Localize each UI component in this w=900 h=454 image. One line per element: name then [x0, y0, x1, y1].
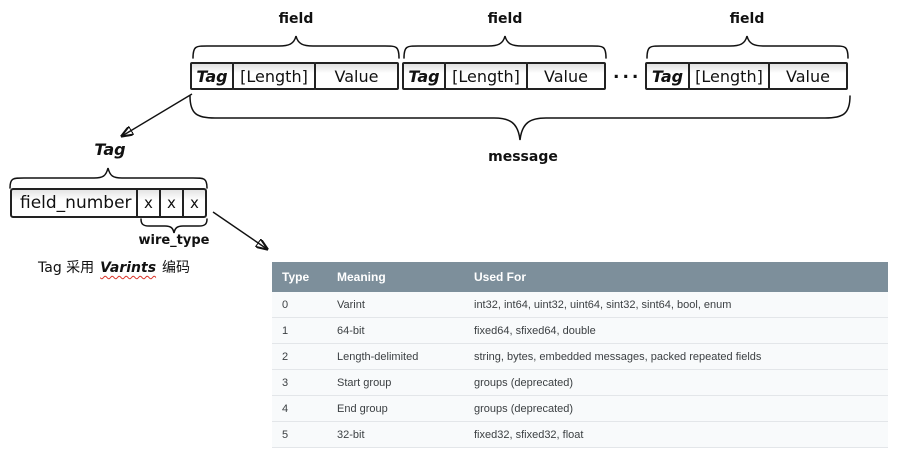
table-row: 3 Start group groups (deprecated) — [272, 369, 888, 395]
tag-detail-box: field_number x x x — [10, 188, 207, 218]
length-box: [Length] — [688, 62, 770, 90]
field-label-1: field — [278, 11, 314, 27]
length-box: [Length] — [232, 62, 316, 90]
field-group-3: Tag [Length] Value — [645, 62, 848, 90]
cell-meaning: Varint — [337, 298, 365, 311]
cell-used-for: groups (deprecated) — [474, 402, 574, 415]
cell-used-for: int32, int64, uint32, uint64, sint32, si… — [474, 298, 732, 311]
field-group-2: Tag [Length] Value — [402, 62, 606, 90]
col-header-meaning: Meaning — [337, 270, 386, 284]
fields-ellipsis: ... — [613, 63, 642, 83]
cell-meaning: End group — [337, 402, 388, 415]
wire-type-brace — [140, 218, 208, 234]
cell-used-for: fixed64, sfixed64, double — [474, 324, 596, 337]
cell-meaning: Length-delimited — [337, 350, 419, 363]
wire-type-table: Type Meaning Used For 0 Varint int32, in… — [272, 262, 888, 448]
table-header-row: Type Meaning Used For — [272, 262, 888, 292]
value-box: Value — [768, 62, 848, 90]
cell-used-for: string, bytes, embedded messages, packed… — [474, 350, 762, 363]
note-highlight: Varints — [100, 260, 157, 276]
tag-arrow — [122, 93, 193, 136]
cell-type: 2 — [282, 350, 289, 363]
field-group-1: Tag [Length] Value — [190, 62, 399, 90]
message-label: message — [488, 149, 558, 165]
table-row: 5 32-bit fixed32, sfixed32, float — [272, 421, 888, 447]
tag-pointer-label: Tag — [94, 140, 126, 159]
field-brace-2 — [403, 35, 607, 59]
field-label-2: field — [487, 11, 523, 27]
field-label-3: field — [729, 11, 765, 27]
cell-used-for: fixed32, sfixed32, float — [474, 428, 584, 441]
cell-meaning: 32-bit — [337, 428, 365, 441]
tag-box: Tag — [645, 62, 690, 90]
col-header-type: Type — [282, 270, 310, 284]
length-box: [Length] — [444, 62, 528, 90]
field-brace-1 — [192, 35, 400, 59]
wire-bit-cell: x — [182, 190, 205, 216]
value-box: Value — [526, 62, 606, 90]
varint-note: Tag 采用 Varints 编码 — [38, 257, 190, 277]
table-row: 0 Varint int32, int64, uint32, uint64, s… — [272, 292, 888, 317]
col-header-used-for: Used For — [474, 270, 527, 284]
table-row: 1 64-bit fixed64, sfixed64, double — [272, 317, 888, 343]
table-row: 4 End group groups (deprecated) — [272, 395, 888, 421]
cell-type: 3 — [282, 376, 289, 389]
cell-type: 0 — [282, 298, 289, 311]
value-box: Value — [314, 62, 399, 90]
wire-type-label: wire_type — [138, 233, 210, 248]
message-brace — [189, 95, 851, 141]
field-number-cell: field_number — [20, 193, 132, 213]
wire-bit-cell: x — [136, 190, 159, 216]
field-brace-3 — [646, 35, 849, 59]
tag-box: Tag — [190, 62, 234, 90]
tag-brace — [9, 167, 208, 189]
cell-type: 5 — [282, 428, 289, 441]
wire-type-table-arrow — [212, 211, 267, 249]
note-prefix: Tag 采用 — [38, 260, 95, 276]
cell-type: 4 — [282, 402, 289, 415]
cell-meaning: 64-bit — [337, 324, 365, 337]
tag-box: Tag — [402, 62, 446, 90]
note-suffix: 编码 — [162, 260, 191, 276]
wire-bit-cell: x — [159, 190, 182, 216]
cell-used-for: groups (deprecated) — [474, 376, 574, 389]
table-row: 2 Length-delimited string, bytes, embedd… — [272, 343, 888, 369]
cell-type: 1 — [282, 324, 289, 337]
cell-meaning: Start group — [337, 376, 392, 389]
